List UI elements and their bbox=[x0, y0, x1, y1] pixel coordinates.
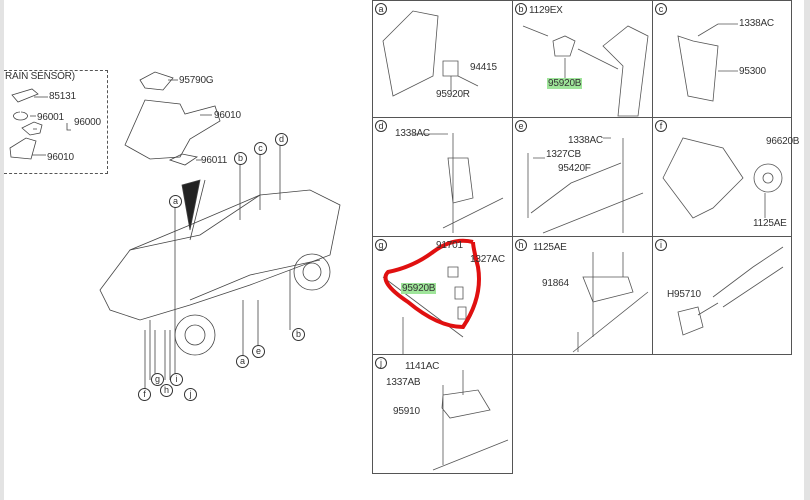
panel-letter: b bbox=[515, 3, 527, 15]
panel-f[interactable]: f 96620B 1125AE bbox=[652, 117, 799, 237]
part-label[interactable]: 1337AB bbox=[386, 377, 421, 388]
part-label[interactable]: 91701 bbox=[436, 240, 463, 251]
part-label[interactable]: 1327AC bbox=[470, 254, 505, 265]
panel-letter: j bbox=[375, 357, 387, 369]
part-label[interactable]: 95420F bbox=[558, 163, 591, 174]
panel-h[interactable]: h 1125AE 91864 bbox=[512, 236, 653, 355]
part-label[interactable]: 1141AC bbox=[405, 361, 440, 372]
callout-b[interactable]: b bbox=[292, 328, 305, 341]
part-label[interactable]: 1338AC bbox=[568, 135, 603, 146]
panel-d[interactable]: d 1338AC bbox=[372, 117, 513, 237]
callout-f[interactable]: f bbox=[138, 388, 151, 401]
part-label[interactable]: 95920R bbox=[436, 89, 470, 100]
part-label[interactable]: 96620B bbox=[766, 136, 800, 147]
panel-letter: i bbox=[655, 239, 667, 251]
callout-h[interactable]: h bbox=[160, 384, 173, 397]
part-label[interactable]: 91864 bbox=[542, 278, 569, 289]
panel-letter: e bbox=[515, 120, 527, 132]
callout-a[interactable]: a bbox=[169, 195, 182, 208]
part-label[interactable]: 1129EX bbox=[529, 5, 563, 16]
part-label[interactable]: 96011 bbox=[201, 155, 228, 166]
part-label[interactable]: 95300 bbox=[739, 66, 766, 77]
part-label[interactable]: 96000 bbox=[74, 117, 101, 128]
part-label-highlighted[interactable]: 95920B bbox=[401, 283, 437, 294]
callout-i[interactable]: i bbox=[170, 373, 183, 386]
panel-i[interactable]: i H95710 bbox=[652, 236, 792, 355]
panel-letter: g bbox=[375, 239, 387, 251]
panel-letter: a bbox=[375, 3, 387, 15]
callout-j[interactable]: j bbox=[184, 388, 197, 401]
part-label[interactable]: 1338AC bbox=[395, 128, 430, 139]
part-label[interactable]: H95710 bbox=[667, 289, 701, 300]
scrollbar[interactable] bbox=[804, 0, 810, 500]
part-label[interactable]: 94415 bbox=[470, 62, 497, 73]
part-label[interactable]: 85131 bbox=[49, 91, 76, 102]
panel-b[interactable]: b 1129EX 95920B bbox=[512, 0, 653, 118]
rain-sensor-group-box bbox=[4, 70, 108, 174]
part-label[interactable]: 96001 bbox=[37, 112, 64, 123]
part-label[interactable]: 95790G bbox=[179, 75, 214, 86]
callout-a[interactable]: a bbox=[236, 355, 249, 368]
panel-letter: f bbox=[655, 120, 667, 132]
panel-j[interactable]: j 1141AC 1337AB 95910 bbox=[372, 354, 513, 474]
panel-letter: c bbox=[655, 3, 667, 15]
callout-b[interactable]: b bbox=[234, 152, 247, 165]
callout-e[interactable]: e bbox=[252, 345, 265, 358]
panel-letter: h bbox=[515, 239, 527, 251]
callout-d[interactable]: d bbox=[275, 133, 288, 146]
part-label[interactable]: 1327CB bbox=[546, 149, 581, 160]
part-label[interactable]: 95910 bbox=[393, 406, 420, 417]
panel-e[interactable]: e 1338AC 1327CB 95420F bbox=[512, 117, 653, 237]
part-label[interactable]: 96010 bbox=[47, 152, 74, 163]
panel-letter: d bbox=[375, 120, 387, 132]
car-overview-drawing bbox=[9, 71, 341, 390]
part-label[interactable]: 1125AE bbox=[533, 242, 567, 253]
callout-g[interactable]: g bbox=[151, 373, 164, 386]
part-label[interactable]: 1338AC bbox=[739, 18, 774, 29]
panel-g[interactable]: g 91701 1327AC 95920B bbox=[372, 236, 513, 356]
rain-sensor-title: RAIN SENSOR) bbox=[5, 71, 75, 82]
panel-c[interactable]: c 1338AC 95300 bbox=[652, 0, 792, 118]
part-label-highlighted[interactable]: 95920B bbox=[547, 78, 583, 89]
left-edge bbox=[0, 0, 4, 500]
panel-a[interactable]: a 94415 95920R bbox=[372, 0, 513, 118]
part-label[interactable]: 1125AE bbox=[753, 218, 787, 229]
part-label[interactable]: 96010 bbox=[214, 110, 241, 121]
callout-c[interactable]: c bbox=[254, 142, 267, 155]
